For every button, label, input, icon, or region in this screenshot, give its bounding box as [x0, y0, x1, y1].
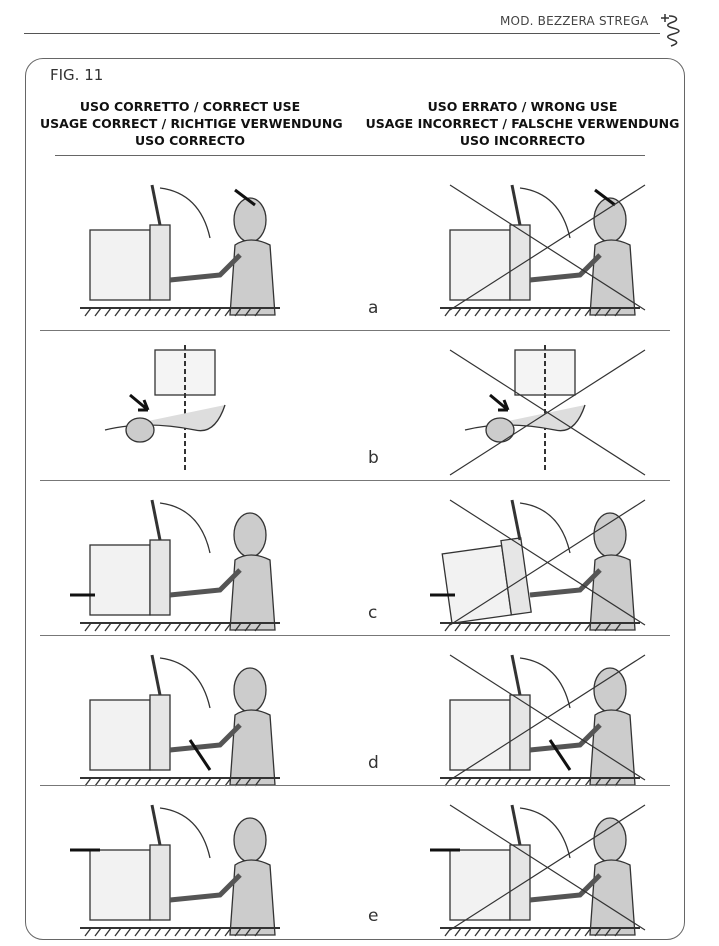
row-divider — [40, 785, 670, 786]
correct-use-illustration — [80, 184, 280, 317]
model-header: MOD. BEZZERA STREGA — [500, 14, 649, 28]
correct-use-illustration — [70, 499, 280, 632]
wrong-use-illustration — [464, 345, 586, 470]
row-label: d — [368, 753, 379, 773]
correct-use-heading: USO CORRETTO / CORRECT USE USAGE CORRECT… — [40, 98, 343, 149]
left-panel-a — [80, 184, 280, 317]
heading-line: USO CORRETTO / CORRECT USE — [79, 99, 301, 114]
cross-out-icon — [449, 184, 646, 311]
wrong-use-illustration — [430, 804, 640, 937]
figure-label: FIG. 11 — [50, 66, 104, 84]
cross-out-icon — [449, 654, 646, 781]
wrong-use-illustration — [430, 499, 640, 632]
row-divider — [40, 635, 670, 636]
left-panel-e — [70, 804, 280, 937]
heading-line: USO INCORRECTO — [459, 133, 586, 148]
row-divider — [40, 480, 670, 481]
row-label: b — [368, 448, 379, 468]
heading-line: USAGE INCORRECT / FALSCHE VERWENDUNG — [365, 116, 680, 131]
row-divider — [40, 330, 670, 331]
header-rule — [24, 33, 660, 34]
cross-out-icon — [449, 499, 646, 626]
figure-row-c: c — [25, 480, 685, 635]
right-panel-e — [430, 804, 646, 937]
heading-line: USAGE CORRECT / RICHTIGE VERWENDUNG — [40, 116, 343, 131]
right-panel-c — [430, 499, 646, 632]
figure-row-b: b — [25, 330, 685, 480]
correct-use-illustration — [80, 654, 280, 787]
left-panel-d — [80, 654, 280, 787]
row-label: e — [368, 906, 379, 926]
wrong-use-illustration — [440, 654, 640, 787]
right-panel-b — [449, 345, 646, 476]
heading-rule — [55, 155, 645, 156]
correct-use-illustration — [104, 345, 226, 470]
left-panel-b — [104, 345, 226, 470]
right-panel-d — [440, 654, 646, 787]
figure-row-e: e — [25, 785, 685, 938]
correct-use-illustration — [70, 804, 280, 937]
cross-out-icon — [449, 349, 646, 476]
figure-row-d: d — [25, 635, 685, 787]
left-panel-c — [70, 499, 280, 632]
cross-out-icon — [449, 804, 646, 931]
wrong-use-illustration — [440, 184, 640, 317]
wrong-use-heading: USO ERRATO / WRONG USE USAGE INCORRECT /… — [365, 98, 680, 149]
figure-row-a: a — [25, 165, 685, 330]
heading-line: USO ERRATO / WRONG USE — [427, 99, 618, 114]
row-label: c — [368, 603, 378, 623]
right-panel-a — [440, 184, 646, 317]
serpent-logo-icon — [661, 14, 680, 47]
heading-line: USO CORRECTO — [134, 133, 246, 148]
row-label: a — [368, 298, 379, 318]
figure-frame — [25, 58, 685, 940]
